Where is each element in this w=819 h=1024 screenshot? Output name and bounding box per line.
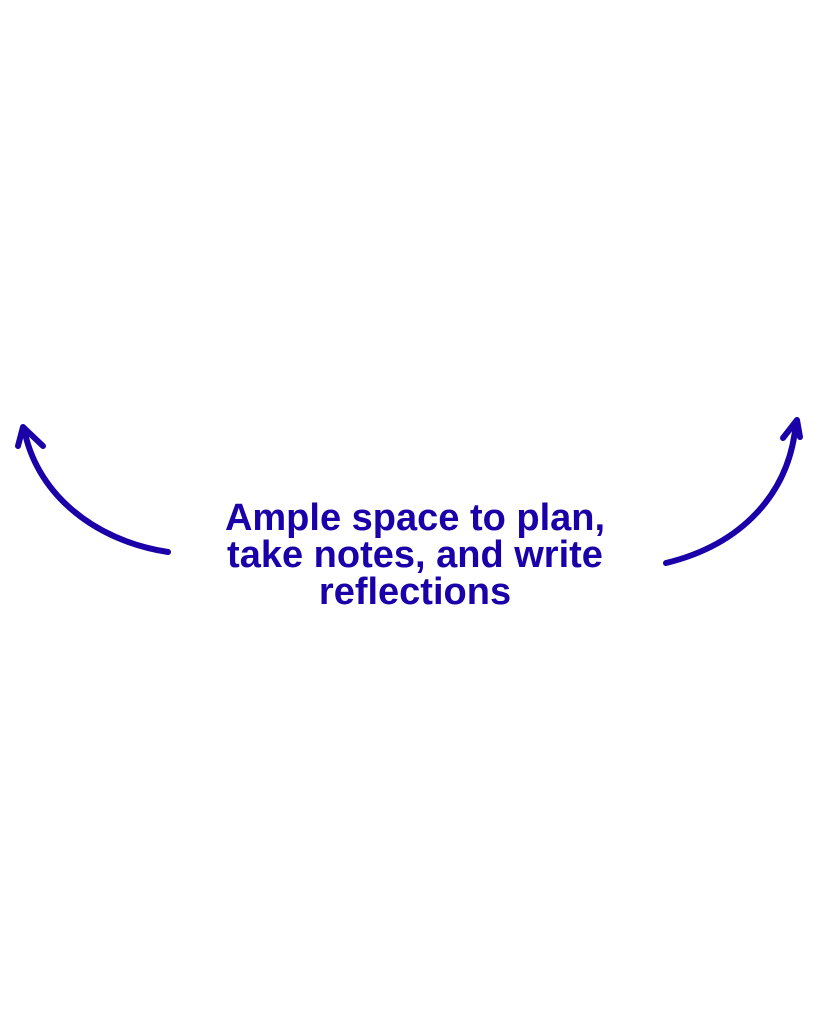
curved-arrow-up-left-icon [15, 424, 171, 555]
curved-arrow-up-right-icon [663, 417, 803, 566]
caption-line-2: take notes, and write [227, 534, 603, 576]
caption-text: Ample space to plan, take notes, and wri… [160, 497, 670, 613]
caption-line-1: Ample space to plan, [224, 497, 606, 539]
caption-line-3: reflections [318, 571, 512, 613]
